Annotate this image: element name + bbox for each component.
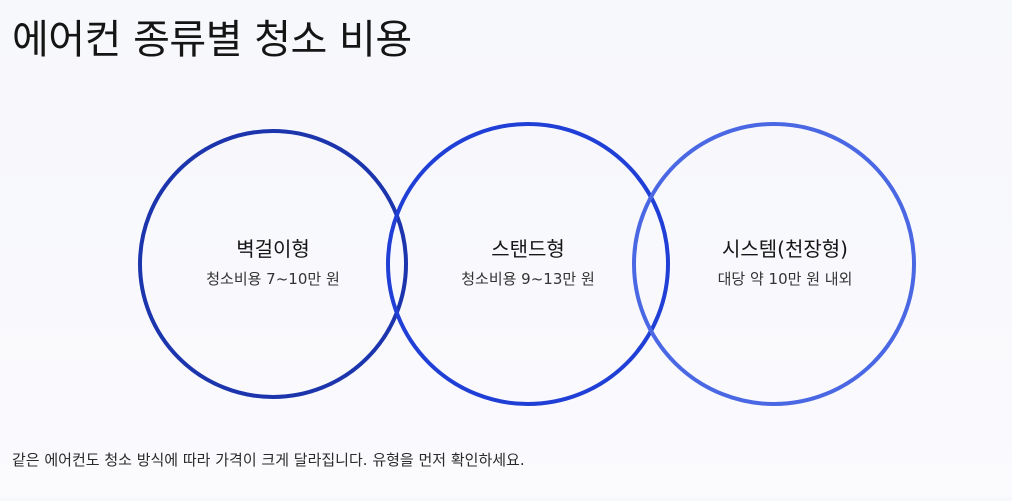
label-stand: 스탠드형 청소비용 9~13만 원 — [398, 236, 658, 290]
circle-cost: 대당 약 10만 원 내외 — [717, 270, 853, 288]
circle-stand — [386, 122, 670, 406]
circle-name: 시스템(천장형) — [721, 237, 848, 261]
circle-system-ceiling — [632, 122, 916, 406]
footnote: 같은 에어컨도 청소 방식에 따라 가격이 크게 달라집니다. 유형을 먼저 확… — [12, 451, 525, 469]
label-system-ceiling: 시스템(천장형) 대당 약 10만 원 내외 — [655, 236, 915, 290]
label-wall-mounted: 벽걸이형 청소비용 7~10만 원 — [143, 236, 403, 290]
circle-name: 스탠드형 — [491, 237, 565, 261]
circle-wall-mounted — [138, 129, 408, 399]
circle-cost: 청소비용 7~10만 원 — [206, 270, 340, 288]
circle-name: 벽걸이형 — [236, 237, 310, 261]
page-title: 에어컨 종류별 청소 비용 — [12, 17, 412, 63]
circle-cost: 청소비용 9~13만 원 — [461, 270, 595, 288]
